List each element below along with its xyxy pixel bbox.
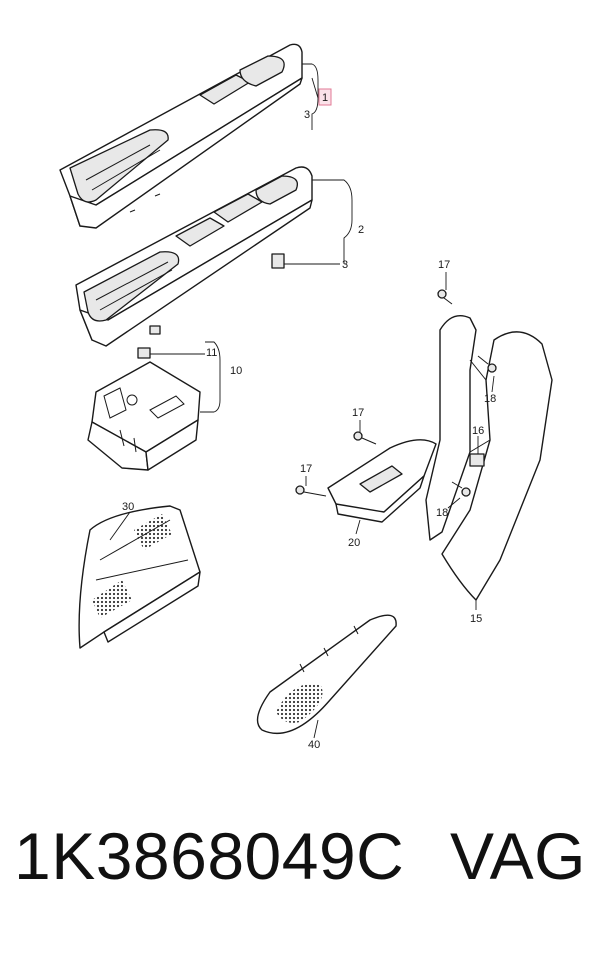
brand-label: VAG [450,819,586,893]
screw-17-middle [353,431,377,445]
callout-30: 30 [122,501,134,513]
part-number: 1K3868049C [14,819,405,893]
callout-20: 20 [348,537,360,549]
callout-1-highlight [318,88,332,106]
part-1-armrest-trim [59,43,303,229]
screw-17-top [437,289,453,305]
leader-lines [109,63,495,739]
callout-15: 15 [470,613,482,625]
screw-17-left [295,485,327,497]
callout-18-bottom: 18 [436,507,448,519]
callout-3-upper: 3 [304,109,310,121]
callout-11: 11 [206,347,217,359]
callout-40: 40 [308,739,320,751]
part-10-switch-housing [87,347,201,471]
callout-17-middle: 17 [352,407,364,419]
callout-3-lower: 3 [342,259,348,271]
part-40-oval-grille [256,614,397,734]
callout-17-left: 17 [300,463,312,475]
callout-1: 1 [322,92,328,104]
part-15-grab-handle [425,315,553,601]
callout-10: 10 [230,365,242,377]
exploded-parts-diagram: 1 3 2 3 11 10 17 18 17 16 17 18 20 15 30… [59,43,553,751]
screw-18-bottom [451,481,471,497]
callout-16: 16 [472,425,484,437]
screw-18-top [477,355,497,373]
callout-18-top: 18 [484,393,496,405]
callout-17-top: 17 [438,259,450,271]
callout-2: 2 [358,224,364,236]
part-20-switch-panel [327,439,437,523]
footer: 1K3868049C VAG [0,818,600,928]
part-2-armrest-trim [75,166,313,347]
part-30-speaker-grille [78,505,201,649]
